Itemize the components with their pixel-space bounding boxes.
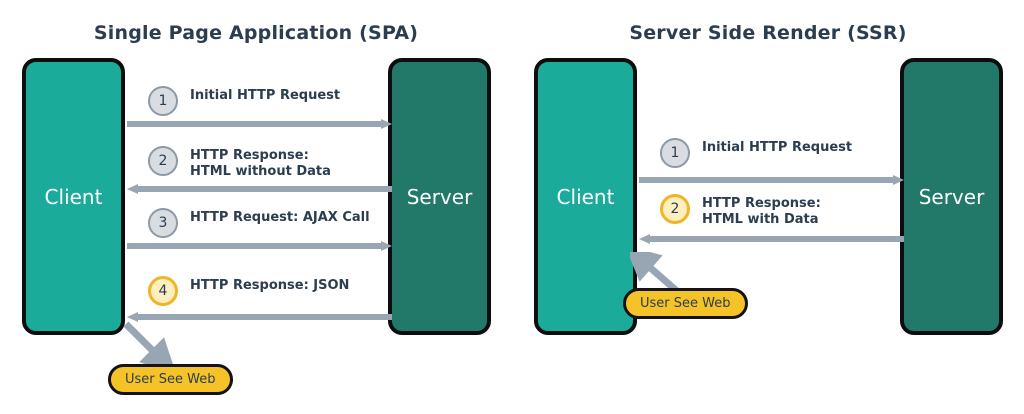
spa-client-node: Client xyxy=(22,58,125,335)
ssr-client-node: Client xyxy=(534,58,637,335)
spa-arrow-3-client-to-server xyxy=(127,241,392,251)
panel-ssr: Server Side Render (SSR) Client Server 1… xyxy=(512,0,1024,414)
spa-step-2-line-1: HTTP Response: xyxy=(190,148,309,163)
arrow-head xyxy=(639,234,650,244)
arrow-head xyxy=(381,119,392,129)
ssr-arrow-1-client-to-server xyxy=(639,175,904,185)
spa-step-1: 1 Initial HTTP Request xyxy=(148,86,340,116)
spa-step-4-line-1: HTTP Response: JSON xyxy=(190,278,350,293)
spa-user-see-web-arrow xyxy=(123,321,177,374)
arrow-shaft xyxy=(127,243,382,249)
panel-spa: Single Page Application (SPA) Client Ser… xyxy=(22,22,491,395)
ssr-user-see-web-arrow xyxy=(630,252,681,295)
ssr-step-2-line-2: HTML with Data xyxy=(702,212,819,227)
ssr-step-1-line-1: Initial HTTP Request xyxy=(702,140,853,155)
spa-arrow-2-server-to-client xyxy=(127,184,392,194)
ssr-arrow-2-server-to-client xyxy=(639,234,904,244)
spa-step-3-label: HTTP Request: AJAX Call xyxy=(190,210,370,226)
ssr-server-label: Server xyxy=(918,184,985,209)
spa-step-2-label: HTTP Response: HTML without Data xyxy=(190,148,331,180)
panel-spa-title: Single Page Application (SPA) xyxy=(93,22,419,44)
ssr-client-label: Client xyxy=(556,184,615,209)
spa-step-1-line-1: Initial HTTP Request xyxy=(190,88,341,103)
spa-server-node: Server xyxy=(388,58,491,335)
arrow-shaft xyxy=(137,314,392,320)
arrow-shaft xyxy=(639,177,894,183)
spa-step-4-number: 4 xyxy=(148,276,178,306)
spa-step-2: 2 HTTP Response: HTML without Data xyxy=(148,146,331,180)
spa-client-label: Client xyxy=(44,184,103,209)
spa-user-see-web-badge[interactable]: User See Web xyxy=(108,364,233,395)
spa-step-2-number: 2 xyxy=(148,146,178,176)
spa-arrow-4-server-to-client xyxy=(127,312,392,322)
ssr-step-2-number: 2 xyxy=(660,194,690,224)
spa-step-3-number: 3 xyxy=(148,208,178,238)
ssr-server-node: Server xyxy=(900,58,1003,335)
arrow-head xyxy=(893,175,904,185)
ssr-user-see-web-badge[interactable]: User See Web xyxy=(623,288,748,319)
spa-step-1-number: 1 xyxy=(148,86,178,116)
panel-ssr-title: Server Side Render (SSR) xyxy=(629,22,907,44)
arrow-shaft xyxy=(127,121,382,127)
spa-arrow-1-client-to-server xyxy=(127,119,392,129)
ssr-step-2-line-1: HTTP Response: xyxy=(702,196,821,211)
arrow-head xyxy=(127,312,138,322)
spa-step-3: 3 HTTP Request: AJAX Call xyxy=(148,208,370,238)
spa-step-1-label: Initial HTTP Request xyxy=(190,88,340,104)
spa-step-3-line-1: HTTP Request: AJAX Call xyxy=(190,210,370,225)
arrow-head xyxy=(127,184,138,194)
ssr-step-1: 1 Initial HTTP Request xyxy=(660,138,852,168)
ssr-step-2-label: HTTP Response: HTML with Data xyxy=(702,196,821,228)
ssr-step-2: 2 HTTP Response: HTML with Data xyxy=(660,194,821,228)
arrow-head xyxy=(381,241,392,251)
arrow-shaft xyxy=(649,236,904,242)
ssr-step-1-number: 1 xyxy=(660,138,690,168)
spa-step-4-label: HTTP Response: JSON xyxy=(190,278,349,294)
spa-step-2-line-2: HTML without Data xyxy=(190,164,331,179)
ssr-step-1-label: Initial HTTP Request xyxy=(702,140,852,156)
arrow-shaft xyxy=(137,186,392,192)
spa-step-4: 4 HTTP Response: JSON xyxy=(148,276,349,306)
spa-server-label: Server xyxy=(406,184,473,209)
